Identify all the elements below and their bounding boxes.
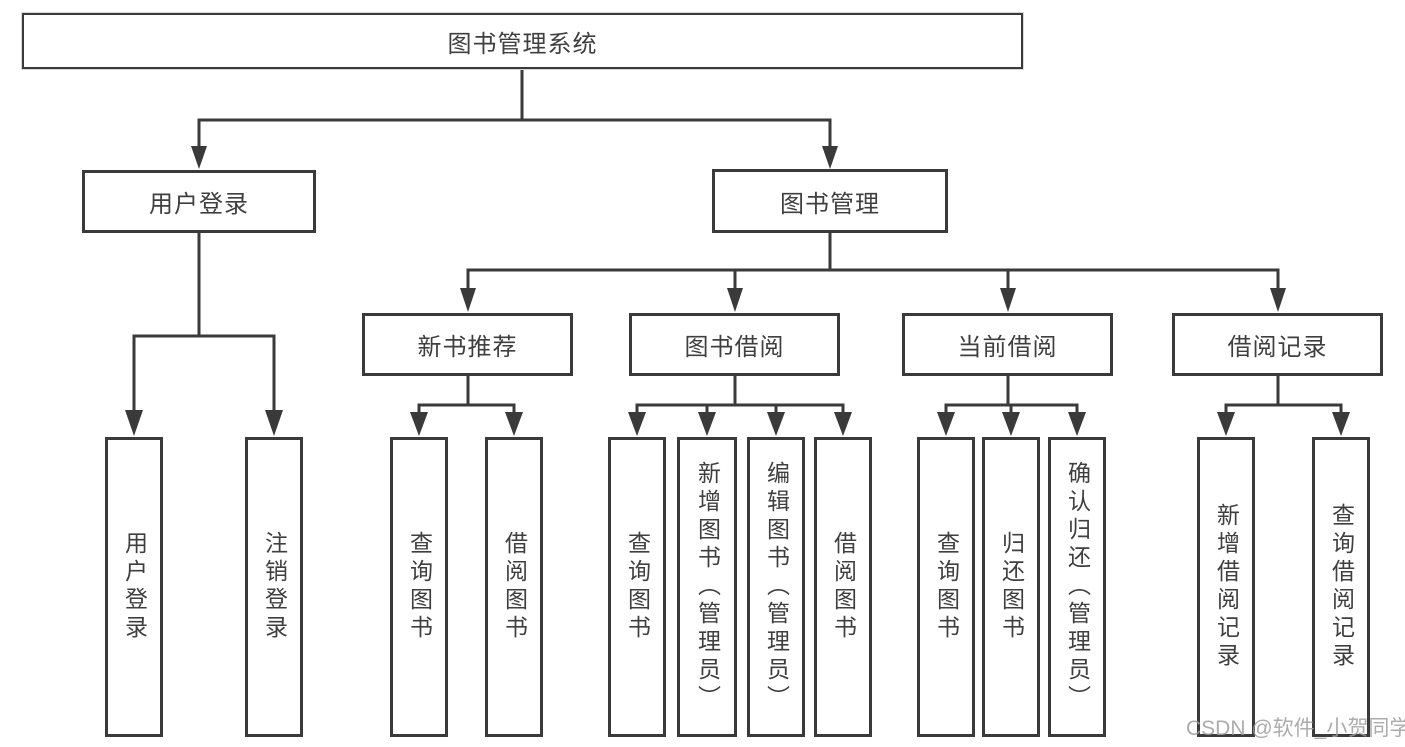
node-leaf-current-return: 归还图书 <box>982 437 1040 737</box>
node-borrow-records: 借阅记录 <box>1172 313 1383 376</box>
node-label: 查询图书 <box>624 531 651 643</box>
node-label: 查询图书 <box>933 531 960 643</box>
node-label: 新书推荐 <box>417 334 518 361</box>
node-leaf-newbook-borrow: 借阅图书 <box>485 437 543 737</box>
node-label: 图书管理系统 <box>447 30 598 58</box>
node-label: 图书借阅 <box>684 334 785 361</box>
node-leaf-current-confirm-admin: 确认归还（管理员） <box>1048 437 1106 737</box>
node-label: 借阅记录 <box>1227 334 1328 361</box>
node-user-login: 用户登录 <box>82 170 316 233</box>
node-label: 确认归还（管理员） <box>1064 461 1091 713</box>
node-leaf-borrow-query: 查询图书 <box>608 437 666 737</box>
node-label: 编辑图书（管理员） <box>763 461 790 713</box>
node-label: 用户登录 <box>121 531 148 643</box>
node-leaf-borrow-borrow: 借阅图书 <box>814 437 872 737</box>
node-label: 借阅图书 <box>830 531 857 643</box>
node-label: 查询图书 <box>406 531 433 643</box>
node-label: 归还图书 <box>998 531 1025 643</box>
node-root: 图书管理系统 <box>22 13 1023 69</box>
node-leaf-borrow-edit-admin: 编辑图书（管理员） <box>747 437 805 737</box>
node-label: 借阅图书 <box>501 531 528 643</box>
node-current-borrow: 当前借阅 <box>902 313 1113 376</box>
node-label: 注销登录 <box>261 531 288 643</box>
node-leaf-record-query: 查询借阅记录 <box>1312 437 1370 737</box>
node-leaf-borrow-add-admin: 新增图书（管理员） <box>677 437 737 737</box>
node-label: 新增借阅记录 <box>1213 503 1240 671</box>
node-leaf-record-add: 新增借阅记录 <box>1197 437 1255 737</box>
node-label: 查询借阅记录 <box>1328 503 1355 671</box>
node-label: 新增图书（管理员） <box>694 461 721 713</box>
csdn-watermark: CSDN @软件_小贺同学 <box>1186 717 1405 740</box>
node-leaf-newbook-query: 查询图书 <box>390 437 448 737</box>
node-label: 用户登录 <box>149 191 249 218</box>
node-label: 图书管理 <box>780 190 880 218</box>
node-leaf-current-query: 查询图书 <box>917 437 975 737</box>
node-leaf-login: 用户登录 <box>105 437 163 737</box>
node-leaf-logout: 注销登录 <box>245 437 303 737</box>
node-label: 当前借阅 <box>957 334 1058 361</box>
node-new-book-recommend: 新书推荐 <box>362 313 573 376</box>
node-book-borrow: 图书借阅 <box>629 313 840 376</box>
node-book-management: 图书管理 <box>712 169 948 233</box>
